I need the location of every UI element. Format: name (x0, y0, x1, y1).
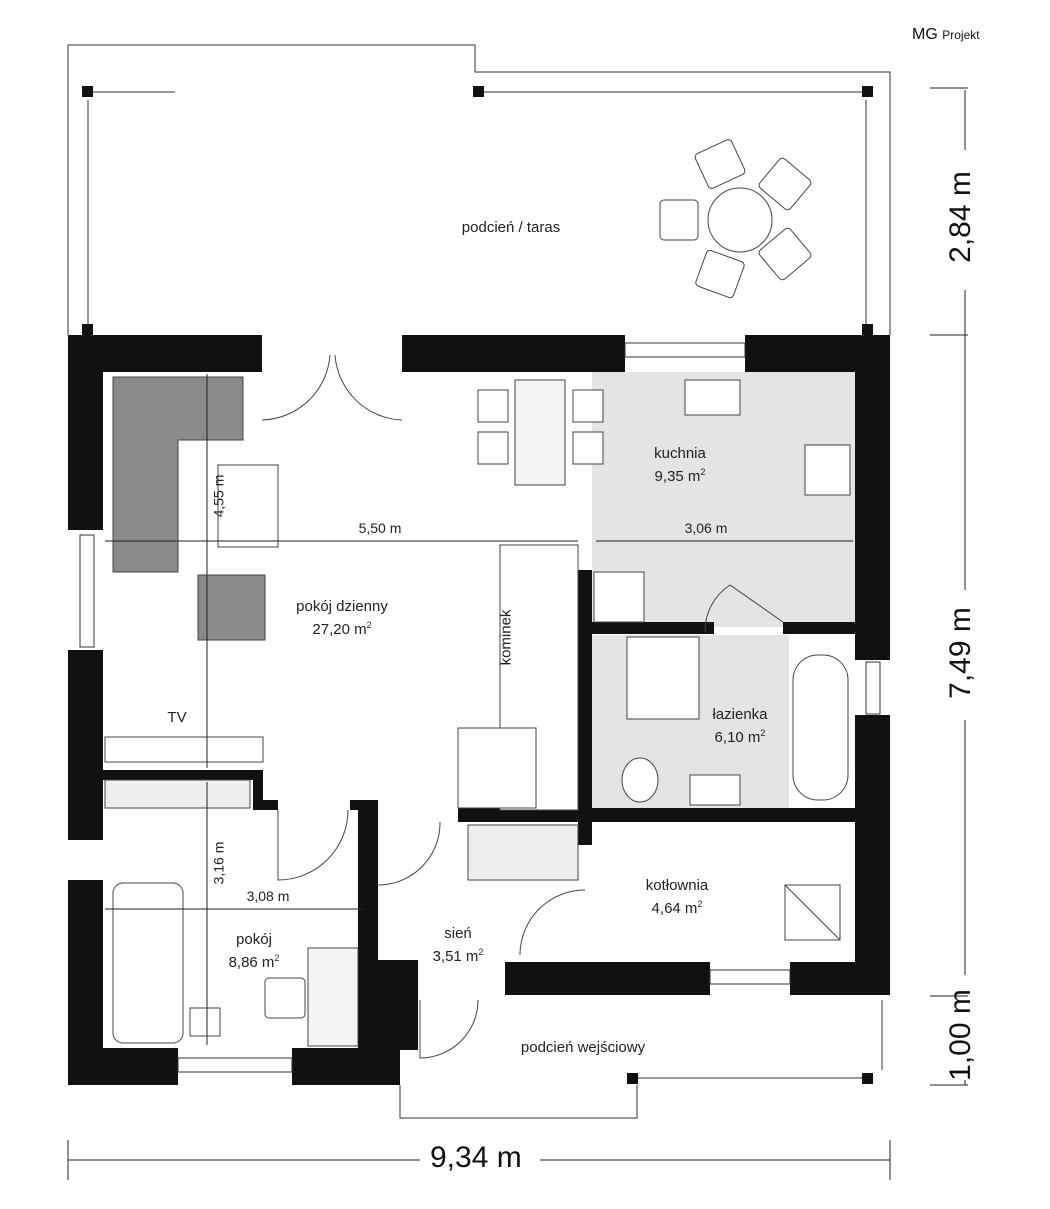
dimension-lines (67, 87, 968, 1180)
doors (261, 354, 784, 1059)
terrace-outline (67, 44, 891, 335)
dim-room-width: 3,08 m (246, 888, 290, 904)
brand-logo: MG Projekt (912, 26, 980, 43)
porch-posts (627, 1073, 873, 1084)
entrance-porch-outline (399, 1000, 883, 1119)
windows (79, 342, 881, 1073)
dim-house-depth: 7,49 m (943, 607, 977, 699)
dim-entrance-depth: 1,00 m (943, 989, 977, 1081)
dim-total-width: 9,34 m (430, 1141, 522, 1174)
dim-living-width: 5,50 m (358, 520, 402, 536)
terrace-posts (82, 86, 873, 335)
tv-label: TV (167, 709, 187, 726)
terrace-table-set (659, 139, 812, 299)
dim-living-depth: 4,55 m (210, 474, 227, 518)
room-label-entrance: podcień wejściowy (520, 1039, 646, 1056)
dim-room-depth: 3,16 m (210, 841, 227, 885)
walls (68, 335, 890, 1085)
fireplace-label: kominek (497, 609, 515, 666)
dim-kitchen-width: 3,06 m (684, 520, 728, 536)
furniture (104, 376, 851, 1047)
dim-terrace-depth: 2,84 m (943, 171, 977, 263)
room-label-terrace: podcień / taras (461, 219, 561, 236)
